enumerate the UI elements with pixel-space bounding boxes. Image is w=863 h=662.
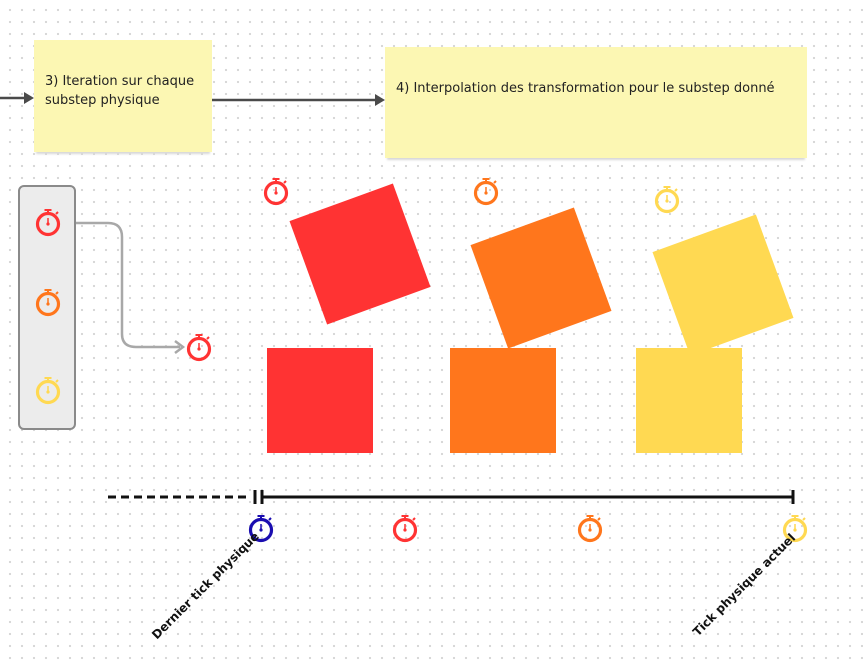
substep-group[interactable] [18, 185, 76, 430]
step3-text: 3) Iteration sur chaque substep physique [45, 74, 195, 108]
square-yellow[interactable] [636, 348, 742, 453]
sticky-note-step4[interactable]: 4) Interpolation des transformation pour… [385, 47, 807, 158]
timeline [108, 490, 795, 504]
stopwatch-icon-timeline-red [390, 513, 420, 543]
stopwatch-icon-timeline-orange [575, 513, 605, 543]
stopwatch-icon-red-current [184, 332, 214, 362]
stopwatch-icon-orange [33, 287, 63, 317]
arrow-step3-to-step4 [212, 94, 385, 106]
stopwatch-icon-red [33, 207, 63, 237]
sticky-note-step3[interactable]: 3) Iteration sur chaque substep physique [34, 40, 212, 152]
stopwatch-icon-yellow [33, 375, 63, 405]
stopwatch-icon-red-top [261, 176, 291, 206]
square-orange[interactable] [450, 348, 556, 453]
arrow-into-step3 [0, 92, 34, 104]
step4-text: 4) Interpolation des transformation pour… [396, 81, 775, 96]
arrow-substep-to-stopwatch [60, 221, 186, 354]
stopwatch-icon-yellow-top [652, 184, 682, 214]
square-red[interactable] [267, 348, 373, 453]
stopwatch-icon-orange-top [471, 176, 501, 206]
